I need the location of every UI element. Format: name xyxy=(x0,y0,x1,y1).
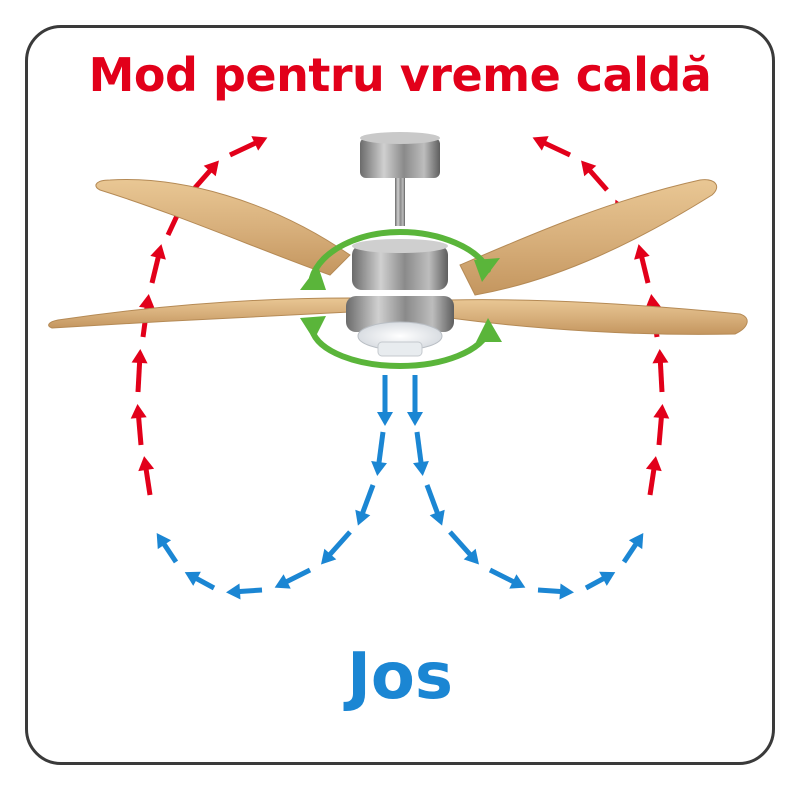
airflow-down-arrowhead xyxy=(509,574,526,589)
fan-lower-housing xyxy=(346,296,454,332)
airflow-down-arrowhead xyxy=(463,548,479,565)
fan-blade-front-left xyxy=(48,297,351,329)
airflow-down-arrowhead xyxy=(407,412,423,426)
airflow-up-arrowhead xyxy=(581,160,597,177)
fan-blade-back-right xyxy=(459,179,718,296)
airflow-up-arrowhead xyxy=(203,160,219,177)
direction-label: Jos xyxy=(347,640,453,714)
airflow-down-arrowhead xyxy=(559,583,574,600)
fan-blade-front-right xyxy=(449,299,748,335)
airflow-up-arrowhead xyxy=(251,136,268,151)
airflow-up-arrowhead xyxy=(645,456,662,472)
airflow-up-arrowhead xyxy=(150,244,166,260)
airflow-down-arrowhead xyxy=(226,583,241,600)
airflow-down-arrowhead xyxy=(377,412,393,426)
airflow-down-arrowhead xyxy=(184,571,201,586)
airflow-down-arrowhead xyxy=(321,548,337,565)
airflow-up-arrowhead xyxy=(532,136,549,151)
airflow-up-arrowhead xyxy=(139,294,155,309)
airflow-up-arrowhead xyxy=(652,349,669,364)
airflow-down-arrowhead xyxy=(429,509,445,526)
airflow-down-arrowhead xyxy=(371,461,387,476)
airflow-down-arrowhead xyxy=(355,509,371,526)
airflow-up-arrowhead xyxy=(130,404,147,419)
airflow-down-arrowhead xyxy=(413,461,429,476)
airflow-up-arrowhead xyxy=(138,456,155,472)
mode-title: Mod pentru vreme caldă xyxy=(88,48,712,102)
airflow-up-arrowhead xyxy=(653,404,670,419)
ceiling-fan-icon xyxy=(48,132,748,357)
airflow-down-arrowhead xyxy=(599,571,616,586)
rotation-arrowheads xyxy=(300,258,502,342)
airflow-down-arrowhead xyxy=(628,533,644,550)
airflow-up-arrowhead xyxy=(645,294,661,309)
fan-motor xyxy=(352,245,448,290)
fan-downrod xyxy=(395,178,405,226)
airflow-up-arrowhead xyxy=(131,349,148,364)
rotation-arrows-icon xyxy=(309,228,493,370)
airflow-up-arrowhead xyxy=(634,244,650,260)
fan-blade-back-left xyxy=(95,179,351,276)
airflow-down-arrowhead xyxy=(156,533,172,550)
airflow-down-arrowhead xyxy=(274,574,291,589)
fan-canopy xyxy=(360,138,440,178)
